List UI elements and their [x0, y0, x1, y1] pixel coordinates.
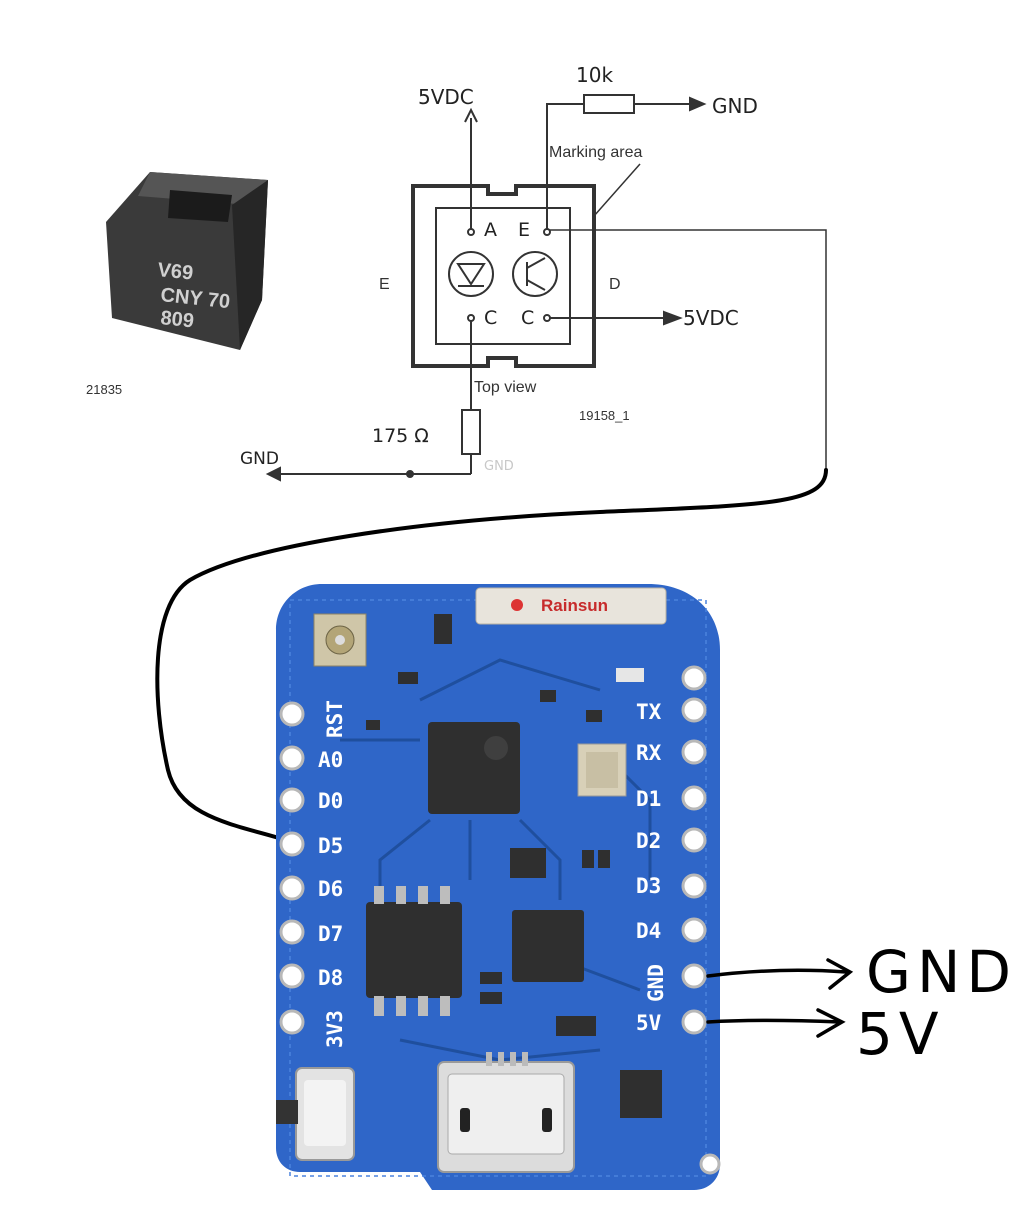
- pin-label-3v3: 3V3: [323, 1010, 347, 1048]
- label-pin-c2: C: [521, 307, 534, 329]
- diode: [556, 1016, 596, 1036]
- pin-hole-a0[interactable]: [279, 745, 305, 771]
- pin-label-gnd: GND: [644, 964, 668, 1002]
- pin-hole-5v[interactable]: [681, 1009, 707, 1035]
- pin-hole-d3[interactable]: [681, 873, 707, 899]
- label-side-d: D: [609, 276, 621, 293]
- voltage-regulator: [620, 1070, 662, 1118]
- antenna-module: [475, 587, 667, 625]
- label-10k: 10k: [576, 63, 613, 87]
- label-pin-a: A: [484, 219, 497, 241]
- pin-label-d6: D6: [318, 877, 343, 901]
- pin-hole-top-right[interactable]: [681, 665, 707, 691]
- cny70-schematic: [265, 94, 827, 482]
- schematic-labels: 5VDC 10k GND Marking area A E C C E D 5V…: [240, 63, 758, 474]
- label-gnd-faint: GND: [484, 459, 514, 474]
- resistor-175: [461, 409, 481, 455]
- pin-hole-d2[interactable]: [681, 827, 707, 853]
- pin-label-d5: D5: [318, 834, 343, 858]
- label-pin-e: E: [518, 219, 530, 241]
- sensor-photo-line-1: V69: [156, 259, 194, 285]
- pin-hole-rx[interactable]: [681, 739, 707, 765]
- pin-hole-gnd[interactable]: [681, 963, 707, 989]
- pin-hole-d8[interactable]: [279, 963, 305, 989]
- pin-label-rx: RX: [636, 741, 662, 765]
- sensor-photo-line-3: 809: [159, 307, 194, 332]
- pin-label-rst: RST: [323, 700, 347, 738]
- gnd-arrow: [706, 968, 848, 978]
- pin-hole-d7[interactable]: [279, 919, 305, 945]
- resistor-10k: [583, 94, 635, 114]
- pin-hole-d1[interactable]: [681, 785, 707, 811]
- five-v-arrow: [706, 1018, 842, 1024]
- label-right-5vdc: 5VDC: [683, 306, 739, 330]
- pin-label-tx: TX: [636, 700, 662, 724]
- package-inner: [435, 207, 571, 345]
- esp8266-chip: [428, 722, 520, 814]
- pin-label-d2: D2: [636, 829, 661, 853]
- label-side-e: E: [379, 276, 390, 293]
- power-annotations: [706, 958, 854, 1038]
- pin-label-d1: D1: [636, 787, 661, 811]
- label-top-5vdc: 5VDC: [418, 85, 474, 109]
- left-header: [279, 701, 305, 1035]
- annotation-gnd: GND: [866, 938, 1017, 1006]
- label-175-ohm: 175 Ω: [372, 425, 429, 447]
- pin-label-d3: D3: [636, 874, 661, 898]
- pin-hole-tx[interactable]: [681, 697, 707, 723]
- pin-label-d7: D7: [318, 922, 343, 946]
- pin-hole-d4[interactable]: [681, 917, 707, 943]
- pin-label-5v: 5V: [636, 1011, 662, 1035]
- label-marking-area: Marking area: [549, 144, 642, 161]
- pin-hole-3v3[interactable]: [279, 1009, 305, 1035]
- module-label: Rainsun: [541, 596, 608, 615]
- phototransistor-symbol: [512, 251, 558, 297]
- wemos-board: Rainsun: [276, 584, 721, 1190]
- pin-label-d0: D0: [318, 789, 343, 813]
- label-pin-c1: C: [484, 307, 497, 329]
- right-header: [681, 665, 721, 1175]
- sensor-photo-code: 21835: [86, 382, 122, 397]
- small-ic: [510, 848, 546, 878]
- flash-chip: [366, 902, 462, 998]
- sensor-photo: V69 CNY 70 809 21835: [86, 172, 268, 397]
- label-top-view: Top view: [474, 379, 537, 396]
- signal-wire: [155, 468, 828, 844]
- pin-label-d4: D4: [636, 919, 661, 943]
- usb-serial-chip: [512, 910, 584, 982]
- led-symbol: [448, 251, 494, 297]
- label-gnd-top: GND: [712, 94, 758, 118]
- pin-hole-d5[interactable]: [279, 831, 305, 857]
- pin-label-a0: A0: [318, 748, 343, 772]
- pin-hole-rst[interactable]: [279, 701, 305, 727]
- mount-hole: [699, 1153, 721, 1175]
- pin-hole-d0[interactable]: [279, 787, 305, 813]
- package-outline: [411, 184, 596, 368]
- pin-hole-d6[interactable]: [279, 875, 305, 901]
- label-gnd-left: GND: [240, 449, 279, 469]
- label-part-code: 19158_1: [579, 408, 630, 423]
- annotation-5v: 5V: [856, 1000, 945, 1068]
- pcb: [276, 584, 720, 1190]
- pin-label-d8: D8: [318, 966, 343, 990]
